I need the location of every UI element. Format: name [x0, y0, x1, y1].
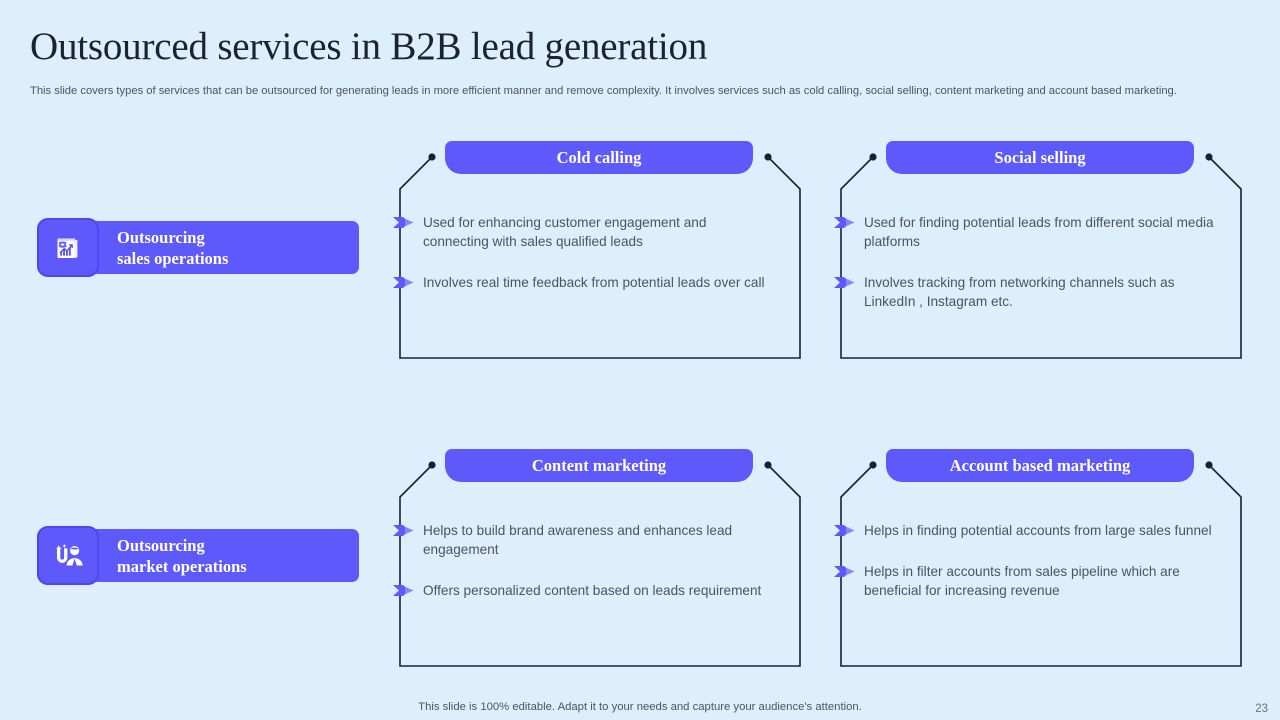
double-chevron-arrow-icon [834, 217, 855, 228]
card-account-based-marketing[interactable]: Account based marketing Helps in finding… [834, 449, 1242, 667]
bullet-item: Helps in filter accounts from sales pipe… [834, 562, 1242, 600]
card-social-selling[interactable]: Social selling Used for finding potentia… [834, 141, 1242, 359]
bullet-text: Used for enhancing customer engagement a… [423, 215, 707, 249]
card-content-marketing[interactable]: Content marketing Helps to build brand a… [393, 449, 801, 667]
category-label-text: Outsourcing sales operations [117, 227, 228, 269]
card-body: Helps to build brand awareness and enhan… [393, 521, 801, 622]
double-chevron-arrow-icon [393, 277, 414, 288]
double-chevron-arrow-icon [834, 277, 855, 288]
category-line-2: market operations [117, 556, 247, 576]
bullet-text: Helps in filter accounts from sales pipe… [864, 564, 1180, 598]
bullet-text: Offers personalized content based on lea… [423, 583, 762, 598]
category-label-sales-operations[interactable]: Outsourcing sales operations [37, 218, 359, 277]
double-chevron-arrow-icon [393, 525, 414, 536]
double-chevron-arrow-icon [393, 217, 414, 228]
card-title: Content marketing [445, 449, 753, 482]
bullet-item: Involves tracking from networking channe… [834, 273, 1242, 311]
card-body: Used for enhancing customer engagement a… [393, 213, 801, 314]
footer-note: This slide is 100% editable. Adapt it to… [418, 701, 862, 713]
category-line-2: sales operations [117, 248, 229, 268]
bullet-item: Used for finding potential leads from di… [834, 213, 1242, 251]
category-line-1: Outsourcing [117, 227, 205, 247]
bullet-item: Offers personalized content based on lea… [393, 581, 801, 600]
card-body: Helps in finding potential accounts from… [834, 521, 1242, 622]
card-body: Used for finding potential leads from di… [834, 213, 1242, 333]
category-label-market-operations[interactable]: Outsourcing market operations [37, 526, 359, 585]
card-title: Account based marketing [886, 449, 1194, 482]
magnet-person-icon [37, 526, 99, 585]
card-title: Cold calling [445, 141, 753, 174]
document-chart-growth-icon [37, 218, 99, 277]
page-number: 23 [1255, 703, 1268, 715]
card-cold-calling[interactable]: Cold calling Used for enhancing customer… [393, 141, 801, 359]
bullet-text: Involves real time feedback from potenti… [423, 275, 765, 290]
card-title: Social selling [886, 141, 1194, 174]
double-chevron-arrow-icon [393, 585, 414, 596]
bullet-item: Helps in finding potential accounts from… [834, 521, 1242, 540]
page-subtitle: This slide covers types of services that… [30, 85, 1177, 97]
page-title: Outsourced services in B2B lead generati… [30, 25, 708, 68]
bullet-item: Helps to build brand awareness and enhan… [393, 521, 801, 559]
bullet-item: Used for enhancing customer engagement a… [393, 213, 801, 251]
bullet-text: Involves tracking from networking channe… [864, 275, 1175, 309]
bullet-text: Used for finding potential leads from di… [864, 215, 1214, 249]
category-label-text: Outsourcing market operations [117, 535, 247, 577]
bullet-text: Helps to build brand awareness and enhan… [423, 523, 733, 557]
bullet-text: Helps in finding potential accounts from… [864, 523, 1212, 538]
double-chevron-arrow-icon [834, 566, 855, 577]
category-line-1: Outsourcing [117, 535, 205, 555]
double-chevron-arrow-icon [834, 525, 855, 536]
bullet-item: Involves real time feedback from potenti… [393, 273, 801, 292]
